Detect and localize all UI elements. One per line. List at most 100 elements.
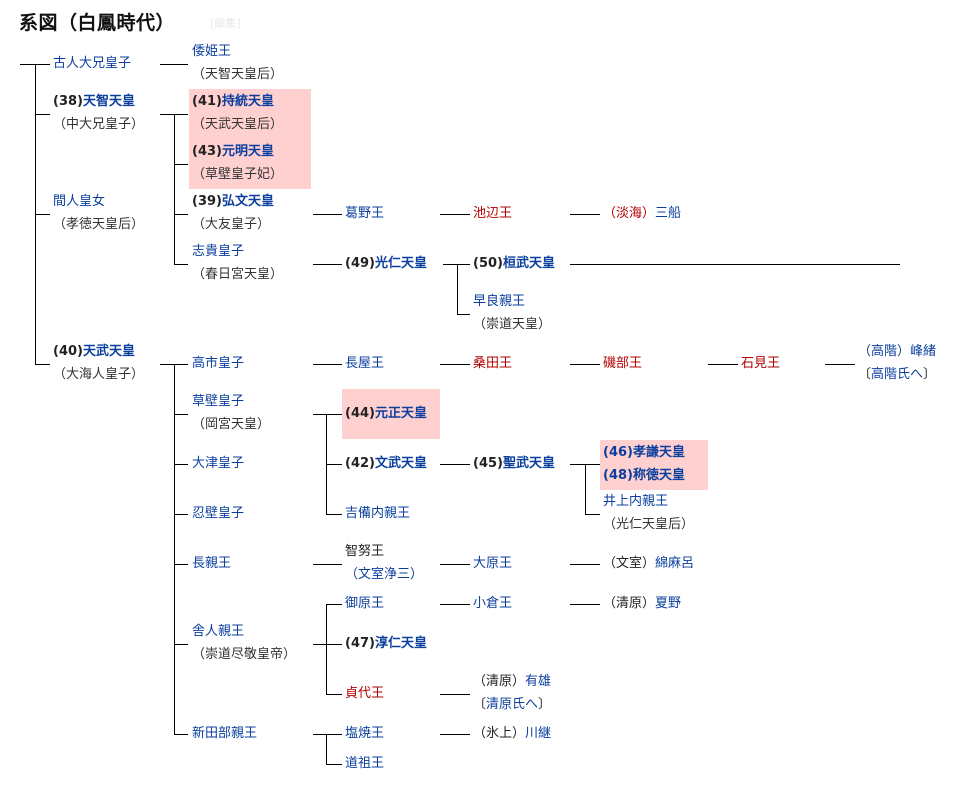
person-note: （草壁皇子妃）: [192, 167, 284, 182]
person-link[interactable]: 小倉王: [473, 596, 513, 611]
node-junnin: (47)淳仁天皇: [345, 632, 427, 655]
node-koken: (46)孝謙天皇: [603, 441, 685, 464]
person-redlink[interactable]: 桑田王: [473, 356, 513, 371]
line-tenji: [160, 114, 188, 265]
node-nagaya: 長屋王: [345, 352, 384, 375]
node-ohara: 大原王: [473, 552, 512, 575]
node-kobun: (39)弘文天皇 （大友皇子）: [192, 190, 274, 236]
person-redlink[interactable]: 磯部王: [603, 356, 643, 371]
person-link[interactable]: 持統天皇: [221, 94, 274, 109]
clan-link[interactable]: （高階）: [858, 344, 911, 359]
person-link[interactable]: 聖武天皇: [502, 456, 555, 471]
node-kawatsugu: （氷上）川継: [473, 722, 551, 745]
person-link[interactable]: 天武天皇: [82, 344, 135, 359]
person-redlink[interactable]: 貞代王: [345, 686, 385, 701]
node-furuhito: 古人大兄皇子: [53, 52, 131, 75]
person-link[interactable]: 文武天皇: [374, 456, 427, 471]
person-name: 智努王: [345, 544, 385, 559]
person-link[interactable]: 長屋王: [345, 356, 385, 371]
line-toneri: [313, 604, 600, 695]
page-title: 系図（白鳳時代）: [19, 12, 176, 34]
reign-number: (41): [192, 94, 222, 109]
person-link[interactable]: 弘文天皇: [221, 194, 274, 209]
person-link[interactable]: 舎人親王: [192, 624, 245, 639]
line-root: [20, 64, 50, 365]
person-link[interactable]: 志貴皇子: [192, 244, 245, 259]
person-link[interactable]: (48)称徳天皇: [603, 468, 685, 483]
reign-number: (50): [473, 256, 503, 271]
person-link[interactable]: 井上内親王: [603, 494, 669, 509]
node-ogura: 小倉王: [473, 592, 512, 615]
person-link[interactable]: 綿麻呂: [655, 556, 695, 571]
person-link[interactable]: 有雄: [525, 674, 552, 689]
person-link[interactable]: 長親王: [192, 556, 232, 571]
node-sawara: 早良親王 （崇道天皇）: [473, 290, 551, 336]
bracket-open: 〔: [473, 697, 487, 712]
node-iwami: 石見王: [741, 352, 780, 375]
person-note: （中大兄皇子）: [53, 117, 145, 132]
person-link[interactable]: 忍壁皇子: [192, 506, 245, 521]
person-link[interactable]: 御原王: [345, 596, 385, 611]
person-link[interactable]: 三船: [655, 206, 682, 221]
clan-name: （清原）: [473, 674, 526, 689]
node-shomu: (45)聖武天皇: [473, 452, 555, 475]
node-isobe: 磯部王: [603, 352, 642, 375]
line-tenmu: [160, 364, 188, 735]
node-monmu: (42)文武天皇: [345, 452, 427, 475]
person-link[interactable]: 吉備内親王: [345, 506, 411, 521]
person-redlink[interactable]: 石見王: [741, 356, 781, 371]
reign-number: (38): [53, 94, 83, 109]
person-link[interactable]: (46)孝謙天皇: [603, 445, 685, 460]
node-kusakabe: 草壁皇子 （岡宮天皇）: [192, 390, 270, 436]
reign-number: (44): [345, 406, 375, 421]
person-link[interactable]: 元正天皇: [374, 406, 427, 421]
node-chinu: 智努王 （文室浄三）: [345, 540, 423, 586]
person-link[interactable]: 大原王: [473, 556, 513, 571]
person-note: （岡宮天皇）: [192, 417, 271, 432]
person-link[interactable]: 間人皇女: [53, 194, 106, 209]
person-note-link[interactable]: （文室浄三）: [345, 567, 424, 582]
node-otsu: 大津皇子: [192, 452, 244, 475]
person-link[interactable]: 峰緒: [910, 344, 937, 359]
person-link[interactable]: 塩焼王: [345, 726, 385, 741]
edit-link[interactable]: [編集]: [210, 17, 241, 30]
person-link[interactable]: 大津皇子: [192, 456, 245, 471]
person-link[interactable]: 早良親王: [473, 294, 526, 309]
reign-number: (46): [603, 445, 633, 460]
node-shotoku: (48)称徳天皇: [603, 464, 685, 487]
node-kanmu: (50)桓武天皇: [473, 252, 555, 275]
node-takechi: 高市皇子: [192, 352, 244, 375]
person-link[interactable]: 桓武天皇: [502, 256, 555, 271]
person-link[interactable]: 光仁天皇: [374, 256, 427, 271]
person-link[interactable]: 高市皇子: [192, 356, 245, 371]
node-kadono: 葛野王: [345, 202, 384, 225]
person-link[interactable]: 古人大兄皇子: [53, 56, 132, 71]
person-link[interactable]: 元明天皇: [221, 144, 274, 159]
person-link[interactable]: 草壁皇子: [192, 394, 245, 409]
bracket-close: 〕: [923, 367, 937, 382]
person-link[interactable]: 夏野: [655, 596, 682, 611]
node-yamatohime: 倭姫王 （天智天皇后）: [192, 40, 283, 86]
person-link[interactable]: 新田部親王: [192, 726, 258, 741]
line-monmu: [440, 464, 600, 515]
clan-redlink[interactable]: （淡海）: [603, 206, 656, 221]
person-link[interactable]: 道祖王: [345, 756, 385, 771]
node-shioyaki: 塩焼王: [345, 722, 384, 745]
node-kuwata: 桑田王: [473, 352, 512, 375]
reign-number: (48): [603, 468, 633, 483]
person-redlink[interactable]: 池辺王: [473, 206, 513, 221]
person-link[interactable]: 天智天皇: [82, 94, 135, 109]
clan-name: （氷上）: [473, 726, 526, 741]
person-link[interactable]: 葛野王: [345, 206, 385, 221]
node-mihara: 御原王: [345, 592, 384, 615]
person-link[interactable]: 倭姫王: [192, 44, 232, 59]
clan-link[interactable]: 清原氏へ: [486, 697, 539, 712]
person-link[interactable]: 淳仁天皇: [374, 636, 427, 651]
node-gensho: (44)元正天皇: [345, 402, 427, 425]
node-toneri: 舎人親王 （崇道尽敬皇帝）: [192, 620, 296, 666]
clan-link[interactable]: 高階氏へ: [871, 367, 924, 382]
node-hashihito: 間人皇女 （孝徳天皇后）: [53, 190, 144, 236]
node-mifune: （淡海）三船: [603, 202, 681, 225]
person-link[interactable]: 川継: [525, 726, 552, 741]
